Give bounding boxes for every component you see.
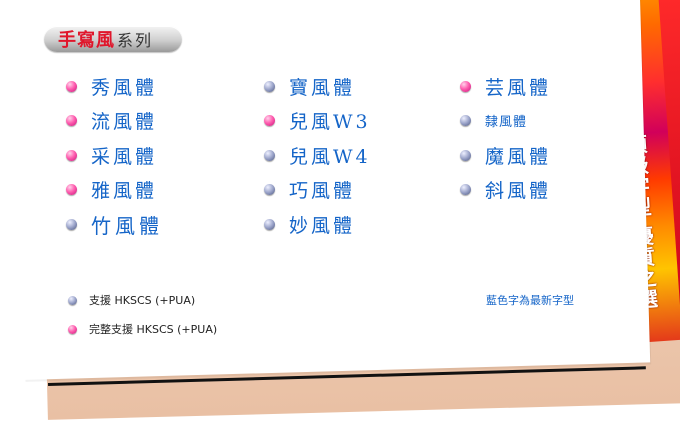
legend-full-support-text: 完整支援 HKSCS (+PUA) xyxy=(89,323,218,336)
pink-bullet-icon xyxy=(68,324,77,334)
font-item-lifeng[interactable]: 隸風體 xyxy=(460,107,527,133)
font-item-erfeng-w3[interactable]: 兒風W3 xyxy=(264,107,371,133)
pink-bullet-icon xyxy=(66,80,77,92)
new-fonts-note: 藍色字為最新字型 xyxy=(486,294,574,307)
font-name: 兒風W3 xyxy=(289,110,371,133)
font-item-zhufeng[interactable]: 竹風體 xyxy=(66,211,163,238)
font-name: 兒風W4 xyxy=(289,145,371,168)
font-name: 隸風體 xyxy=(485,114,528,130)
font-name: 魔風體 xyxy=(485,145,552,168)
pink-bullet-icon xyxy=(66,149,77,161)
font-name: 秀風體 xyxy=(91,76,158,99)
pink-bullet-icon xyxy=(264,114,275,126)
blue-bullet-icon xyxy=(264,218,275,230)
font-item-mofeng[interactable]: 魔風體 xyxy=(460,142,551,168)
pink-bullet-icon xyxy=(460,80,471,92)
blue-bullet-icon xyxy=(460,149,471,161)
blue-bullet-icon xyxy=(68,295,77,305)
legend-support: 支援 HKSCS (+PUA) xyxy=(68,291,195,309)
font-name: 雅風體 xyxy=(91,179,158,202)
legend-support-text: 支援 HKSCS (+PUA) xyxy=(89,294,196,307)
blue-bullet-icon xyxy=(460,183,471,195)
font-name: 寶風體 xyxy=(289,76,356,99)
font-name: 流風體 xyxy=(91,110,158,133)
blue-bullet-icon xyxy=(264,183,275,195)
font-name: 妙風體 xyxy=(289,214,356,237)
font-name: 斜風體 xyxy=(485,179,552,202)
font-item-qiaofeng[interactable]: 巧風體 xyxy=(264,176,355,202)
font-item-miaofeng[interactable]: 妙風體 xyxy=(264,211,355,237)
pink-bullet-icon xyxy=(66,183,77,195)
font-name: 竹風體 xyxy=(91,213,163,238)
blue-bullet-icon xyxy=(264,80,275,92)
blue-bullet-icon xyxy=(66,218,77,230)
font-item-yafeng[interactable]: 雅風體 xyxy=(66,176,157,202)
series-title: 手寫風 xyxy=(58,30,115,51)
font-item-caifeng[interactable]: 采風體 xyxy=(66,142,157,168)
font-name: 巧風體 xyxy=(289,179,356,202)
font-item-liufeng[interactable]: 流風體 xyxy=(66,107,157,133)
font-item-xiufeng[interactable]: 秀風體 xyxy=(66,73,157,99)
font-item-xiefeng[interactable]: 斜風體 xyxy=(460,176,551,202)
font-item-erfeng-w4[interactable]: 兒風W4 xyxy=(264,142,371,168)
font-name: 芸風體 xyxy=(485,76,552,99)
blue-bullet-icon xyxy=(460,114,471,126)
series-subtitle: 系列 xyxy=(117,31,154,50)
font-name: 采風體 xyxy=(91,145,158,168)
font-item-yunfeng[interactable]: 芸風體 xyxy=(460,73,551,99)
blue-bullet-icon xyxy=(264,149,275,161)
legend-full-support: 完整支援 HKSCS (+PUA) xyxy=(68,320,217,338)
pink-bullet-icon xyxy=(66,114,77,126)
series-header: 手寫風 系列 xyxy=(44,26,182,52)
font-item-baofeng[interactable]: 寶風體 xyxy=(264,73,355,99)
